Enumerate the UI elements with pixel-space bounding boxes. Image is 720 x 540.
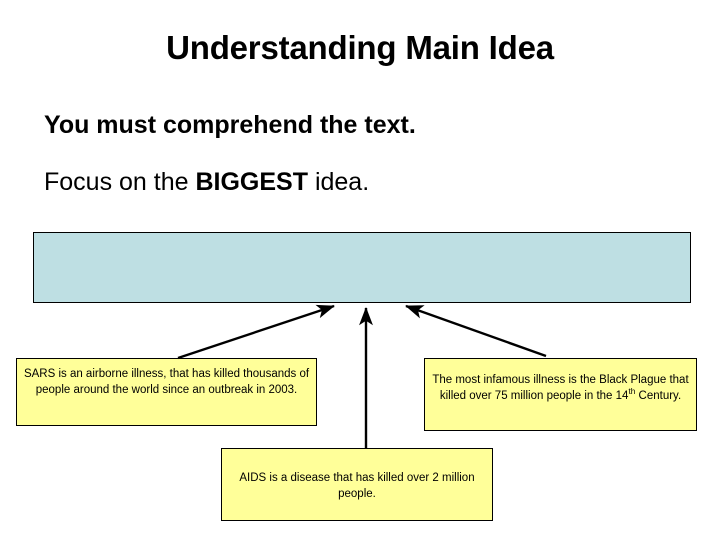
detail-box-black-plague-text: The most infamous illness is the Black P…	[425, 373, 696, 404]
body-line-2-suffix: idea.	[308, 168, 370, 196]
arrow-black-plague-to-main-idea	[405, 304, 547, 358]
body-line-biggest-idea: Focus on the BIGGEST idea.	[44, 168, 369, 197]
detail-box-sars-text: SARS is an airborne illness, that has ki…	[23, 368, 310, 396]
main-idea-box[interactable]	[33, 232, 691, 303]
detail-box-sars[interactable]: SARS is an airborne illness, that has ki…	[16, 358, 317, 426]
detail-box-black-plague[interactable]: The most infamous illness is the Black P…	[424, 358, 697, 431]
plague-text-before-sup: The most infamous illness is the Black P…	[432, 374, 689, 402]
detail-box-aids-text: AIDS is a disease that has killed over 2…	[239, 472, 475, 500]
plague-ordinal-suffix: th	[628, 386, 636, 396]
body-line-2-prefix: Focus on the	[44, 168, 196, 196]
body-line-2-emphasis: BIGGEST	[195, 168, 308, 196]
arrow-sars-to-main-idea	[177, 304, 335, 360]
body-line-comprehend: You must comprehend the text.	[44, 111, 416, 139]
plague-text-after-sup: Century.	[635, 389, 682, 402]
detail-box-aids[interactable]: AIDS is a disease that has killed over 2…	[221, 448, 493, 521]
page-title: Understanding Main Idea	[166, 29, 554, 66]
